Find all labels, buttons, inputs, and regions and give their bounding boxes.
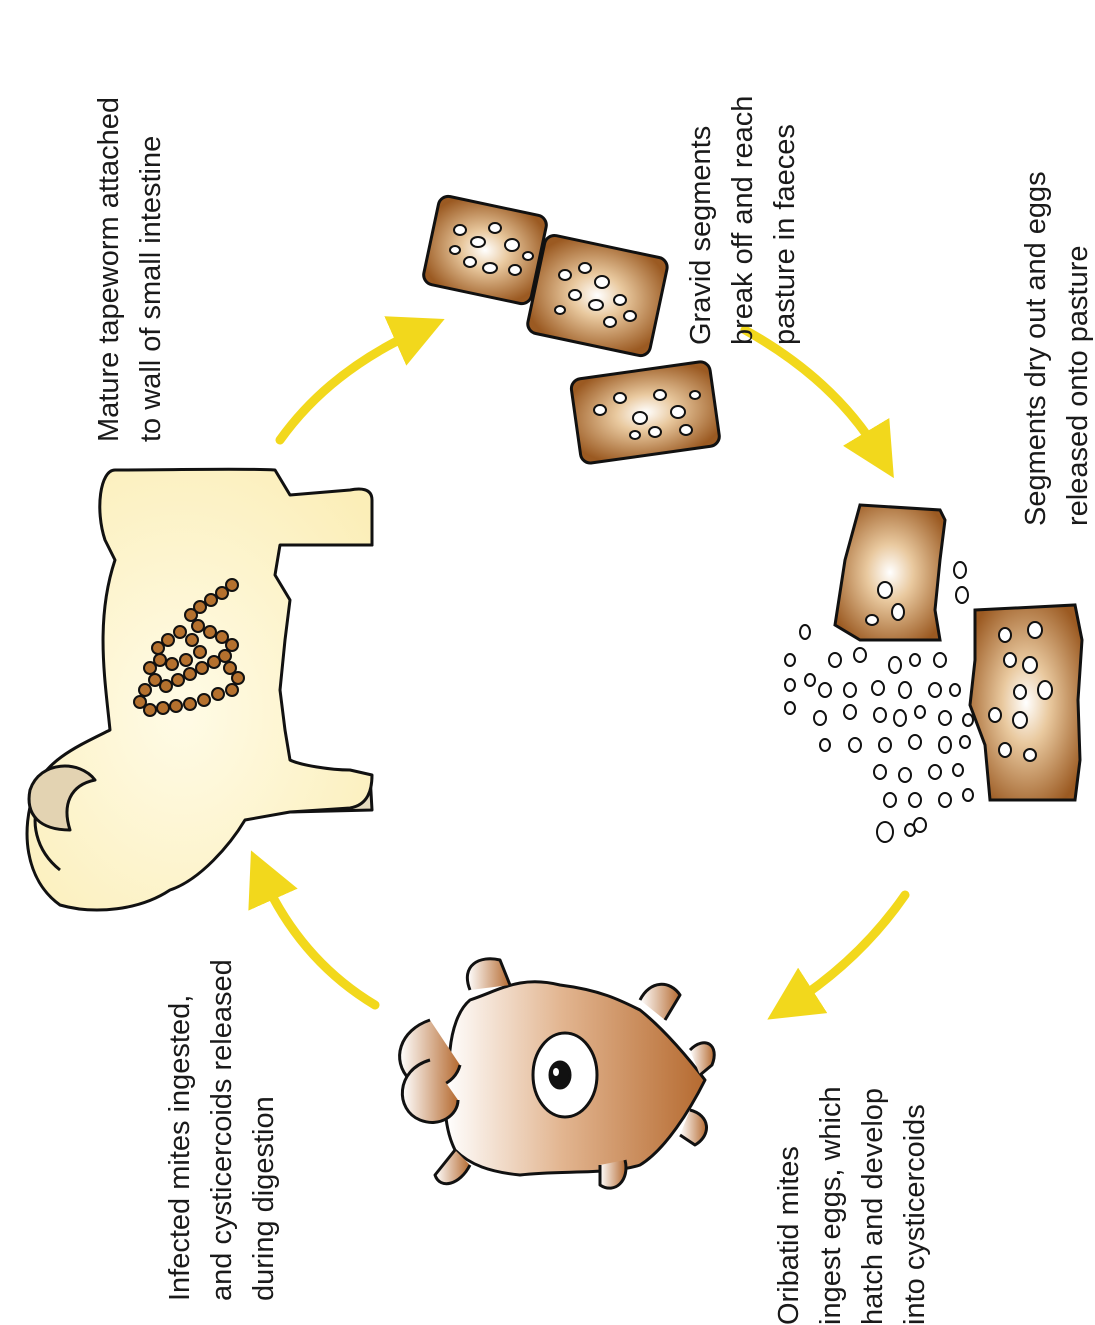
label-mature-tapeworm: Mature tapeworm attached to wall of smal… [88, 52, 172, 442]
label-segments-dry: Segments dry out and eggs released onto … [1015, 106, 1095, 526]
sheep [27, 469, 372, 910]
label-line: during digestion [243, 921, 285, 1301]
dried-segments [785, 505, 1082, 842]
label-line: hatch and develop [852, 1035, 894, 1325]
label-oribatid-mites: Oribatid mites ingest eggs, which hatch … [768, 1035, 936, 1325]
label-line: pasture in faeces [764, 45, 806, 345]
label-line: Segments dry out and eggs [1015, 106, 1057, 526]
arrow-sheep-to-segments [280, 330, 420, 440]
label-line: Infected mites ingested, [159, 921, 201, 1301]
label-line: ingest eggs, which [810, 1035, 852, 1325]
label-line: to wall of small intestine [130, 52, 172, 442]
sheep-body [27, 469, 372, 910]
label-line: break off and reach [722, 45, 764, 345]
label-line: Mature tapeworm attached [88, 52, 130, 442]
gravid-segments [422, 195, 721, 465]
label-line: released onto pasture [1057, 106, 1095, 526]
arrow-eggs-to-mites [790, 895, 905, 1005]
label-infected-mites: Infected mites ingested, and cysticercoi… [159, 921, 285, 1301]
label-line: Gravid segments [680, 45, 722, 345]
arrow-segments-to-pasture [745, 330, 880, 455]
oribatid-mite [400, 959, 715, 1188]
label-line: Oribatid mites [768, 1035, 810, 1325]
label-gravid-segments: Gravid segments break off and reach past… [680, 45, 806, 345]
label-line: and cysticercoids released [201, 921, 243, 1301]
label-line: into cysticercoids [894, 1035, 936, 1325]
